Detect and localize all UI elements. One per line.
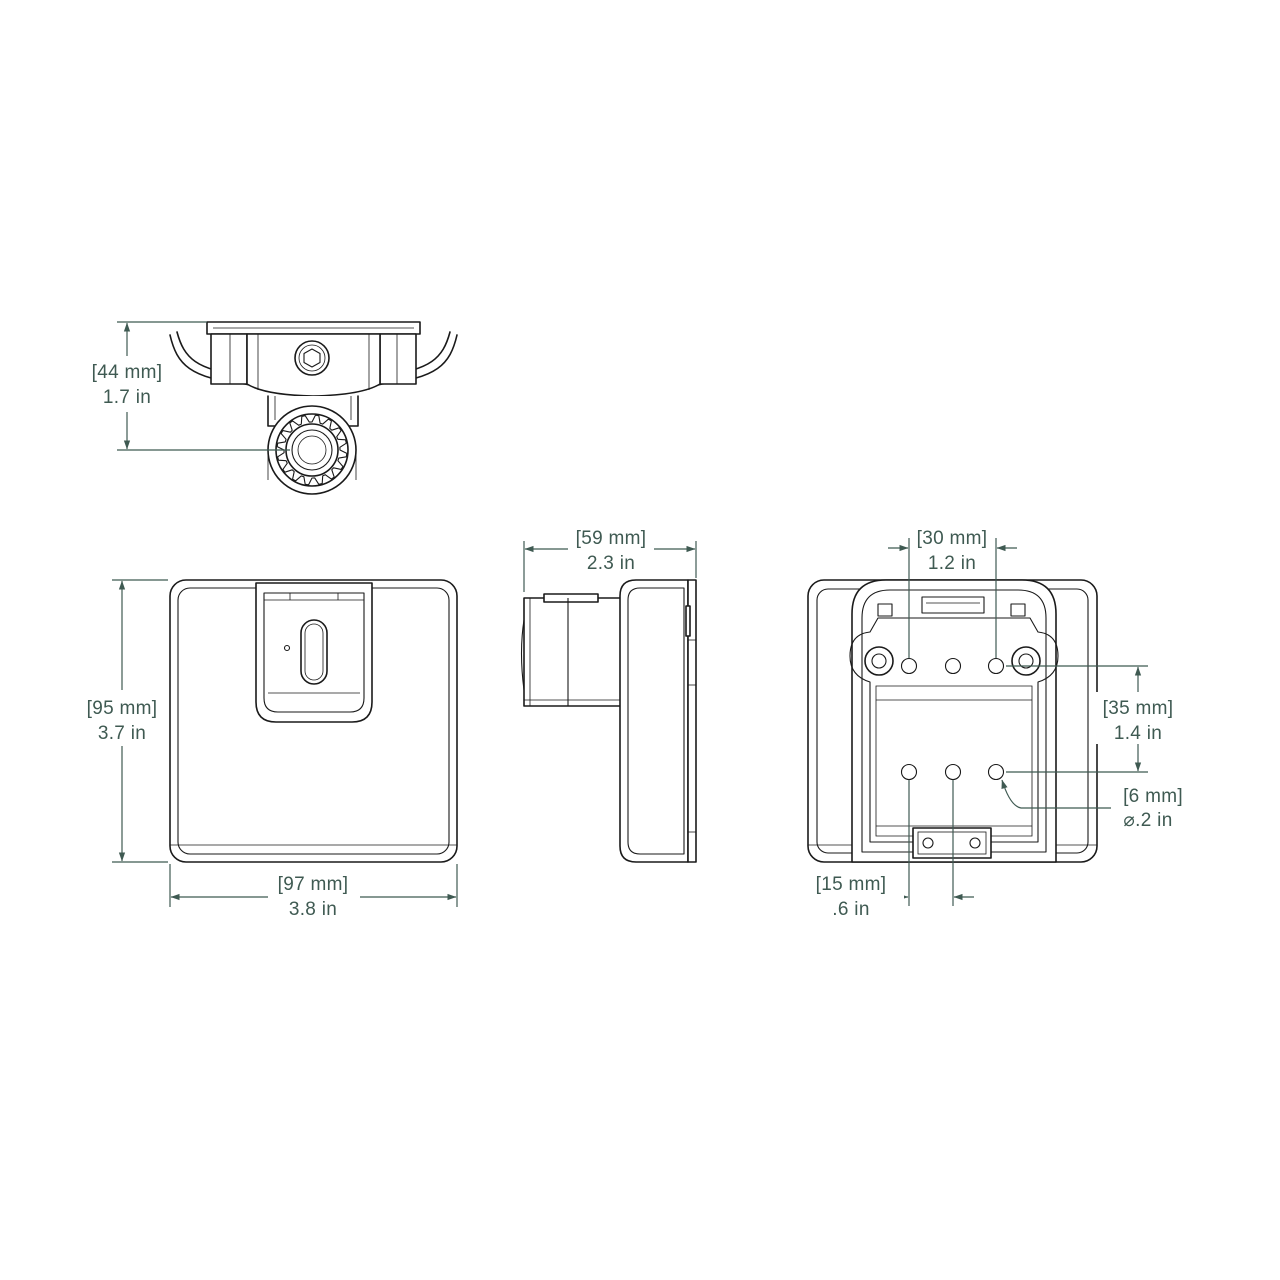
dim-hole-diameter-imperial: ⌀.2 in — [1123, 810, 1172, 831]
dimension-top-height: [44 mm] 1.7 in — [84, 321, 290, 451]
dim-hole-spacing-v-metric: [35 mm] — [1103, 698, 1174, 719]
dim-side-depth-imperial: 2.3 in — [587, 553, 635, 574]
dimension-hole-spacing-h: [30 mm] 1.2 in — [888, 528, 1017, 658]
dim-front-width-metric: [97 mm] — [278, 874, 349, 895]
dim-top-height-imperial: 1.7 in — [103, 387, 151, 408]
dim-hole-spacing-v-imperial: 1.4 in — [1114, 723, 1162, 744]
dimension-side-depth: [59 mm] 2.3 in — [523, 522, 697, 592]
dim-side-depth-metric: [59 mm] — [576, 528, 647, 549]
back-view — [807, 579, 1098, 863]
dim-hole-diameter-metric: [6 mm] — [1123, 786, 1183, 807]
dim-hole-spacing-h-imperial: 1.2 in — [928, 553, 976, 574]
dim-front-width-imperial: 3.8 in — [289, 899, 337, 920]
dim-hole-pitch-metric: [15 mm] — [816, 874, 887, 895]
dim-top-height-metric: [44 mm] — [92, 362, 163, 383]
dimension-hole-pitch: [15 mm] .6 in — [810, 780, 974, 922]
dimension-front-height: [95 mm] 3.7 in — [80, 579, 168, 863]
dim-front-height-imperial: 3.7 in — [98, 723, 146, 744]
dimension-hole-spacing-v: [35 mm] 1.4 in — [1006, 665, 1180, 773]
front-view — [169, 579, 458, 863]
top-view — [169, 321, 458, 495]
dim-front-height-metric: [95 mm] — [87, 698, 158, 719]
side-view — [520, 579, 697, 863]
dim-hole-spacing-h-metric: [30 mm] — [917, 528, 988, 549]
dimension-front-width: [97 mm] 3.8 in — [169, 864, 458, 921]
dimension-hole-diameter: [6 mm] ⌀.2 in — [1001, 779, 1183, 831]
dim-hole-pitch-imperial: .6 in — [832, 899, 869, 920]
